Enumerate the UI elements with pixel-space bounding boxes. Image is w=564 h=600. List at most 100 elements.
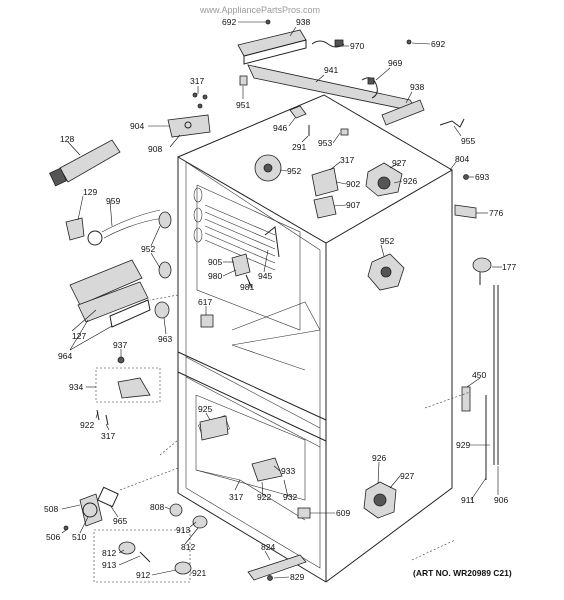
label-981: 981: [240, 282, 254, 292]
disc-952c: [158, 211, 172, 279]
label-969: 969: [388, 58, 402, 68]
fan-952: [254, 154, 282, 182]
bracket-938b: [381, 99, 425, 126]
label-952b: 952: [380, 236, 394, 246]
label-510: 510: [72, 532, 86, 542]
watermark-text: www.AppliancePartsPros.com: [199, 5, 320, 15]
label-965: 965: [113, 516, 127, 526]
bracket-907: [313, 195, 337, 219]
label-317b: 317: [340, 155, 354, 165]
art-number: (ART NO. WR20989 C21): [413, 568, 512, 578]
part-824: [247, 554, 307, 581]
label-908: 908: [148, 144, 162, 154]
part-617: [200, 314, 214, 328]
parts-905-980-981: [231, 253, 253, 289]
label-922b: 922: [257, 492, 271, 502]
label-906: 906: [494, 495, 508, 505]
part-128: [49, 139, 121, 187]
label-911: 911: [461, 495, 475, 505]
label-291: 291: [292, 142, 306, 152]
label-913a: 913: [176, 525, 190, 535]
part-labels: 692 938 970 692 941 969 938 317 951 904 …: [44, 17, 516, 582]
screws-922-317: [96, 409, 109, 426]
filter-127: [69, 259, 151, 328]
label-963: 963: [158, 334, 172, 344]
label-926b: 926: [372, 453, 386, 463]
label-952c: 952: [141, 244, 155, 254]
label-980: 980: [208, 271, 222, 281]
label-693: 693: [475, 172, 489, 182]
label-904: 904: [130, 121, 144, 131]
label-953: 953: [318, 138, 332, 148]
clip-951: [239, 75, 248, 86]
label-824: 824: [261, 542, 275, 552]
label-941: 941: [324, 65, 338, 75]
label-951: 951: [236, 100, 250, 110]
label-929: 929: [456, 440, 470, 450]
wheels-808-913-812: [169, 503, 208, 529]
label-450: 450: [472, 370, 486, 380]
label-692a: 692: [222, 17, 236, 27]
label-912: 912: [136, 570, 150, 580]
label-970: 970: [350, 41, 364, 51]
part-965: [97, 486, 119, 508]
label-317c: 317: [101, 431, 115, 441]
label-959: 959: [106, 196, 120, 206]
fan-926-927: [365, 162, 403, 197]
label-945: 945: [258, 271, 272, 281]
label-129: 129: [83, 187, 97, 197]
label-692b: 692: [431, 39, 445, 49]
label-812a: 812: [102, 548, 116, 558]
part-776: [454, 204, 477, 219]
label-609: 609: [336, 508, 350, 518]
label-933: 933: [281, 466, 295, 476]
screws-317: [192, 92, 208, 109]
label-926a: 926: [403, 176, 417, 186]
label-955: 955: [461, 136, 475, 146]
label-902: 902: [346, 179, 360, 189]
label-964: 964: [58, 351, 72, 361]
label-617: 617: [198, 297, 212, 307]
cabinet-case: [176, 94, 453, 583]
label-804: 804: [455, 154, 469, 164]
label-905: 905: [208, 257, 222, 267]
label-317d: 317: [229, 492, 243, 502]
part-693: [463, 174, 469, 180]
part-955: [439, 118, 465, 128]
heater-450: [461, 386, 471, 412]
label-932: 932: [283, 492, 297, 502]
label-127: 127: [72, 331, 86, 341]
label-829: 829: [290, 572, 304, 582]
assembly-921-box: [93, 529, 192, 583]
label-812b: 812: [181, 542, 195, 552]
part-937: [117, 356, 125, 364]
top-bracket-938: [237, 29, 307, 65]
label-938a: 938: [296, 17, 310, 27]
label-946: 946: [273, 123, 287, 133]
label-907: 907: [346, 200, 360, 210]
label-808: 808: [150, 502, 164, 512]
label-317a: 317: [190, 76, 204, 86]
part-177: [472, 257, 492, 285]
assembly-933: [251, 457, 283, 482]
label-927b: 927: [400, 471, 414, 481]
part-953: [340, 128, 349, 136]
part-946: [289, 105, 307, 119]
label-952a: 952: [287, 166, 301, 176]
part-963: [154, 301, 170, 319]
part-829: [267, 575, 273, 581]
part-945: [264, 226, 280, 258]
fan-926b-927b: [363, 481, 397, 519]
bracket-902: [311, 167, 339, 197]
label-177: 177: [502, 262, 516, 272]
part-609: [297, 507, 311, 519]
part-959: [87, 209, 165, 246]
part-508-510: [63, 493, 103, 531]
assembly-934-box: [95, 367, 161, 403]
tube-911-906: [485, 285, 499, 480]
fan-952b: [367, 253, 405, 291]
label-506: 506: [46, 532, 60, 542]
label-937: 937: [113, 340, 127, 350]
label-128: 128: [60, 134, 74, 144]
